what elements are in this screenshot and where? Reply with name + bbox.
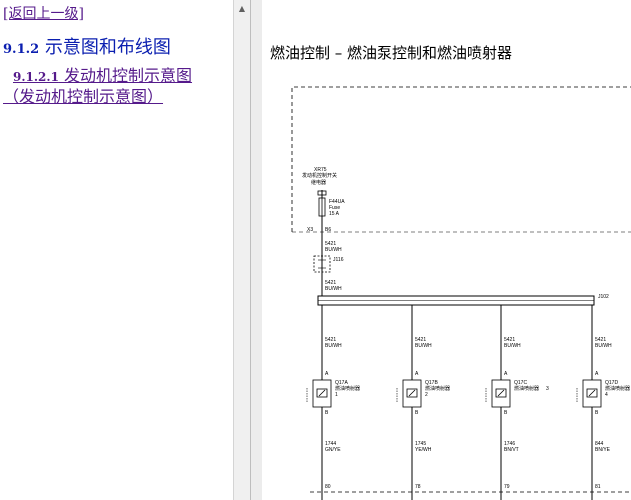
injector-2-out-wire-color: YE/WH bbox=[415, 447, 432, 453]
injector-4: 5421 BU/WH A Q17D 燃油喷射器 4 B 844 BN/YE 81 bbox=[576, 305, 630, 500]
section-title: 示意图和布线图 bbox=[39, 37, 171, 58]
fuse-id-label: F44UA bbox=[329, 199, 345, 205]
injector-3-wire-number: 5421 bbox=[504, 337, 515, 343]
fuse-word-label: Fuse bbox=[329, 205, 340, 211]
injector-3-bottom-pin: 79 bbox=[504, 484, 510, 490]
injector-3-out-wire-number: 1746 bbox=[504, 441, 515, 447]
injector-3: 5421 BU/WH A Q17C 燃油喷射器 3 B 1746 BN/VT 7… bbox=[485, 305, 549, 500]
injector-4-index: 4 bbox=[605, 392, 608, 398]
scroll-up-arrow-icon[interactable]: ▲ bbox=[238, 4, 246, 13]
section-heading: 9.1.2 示意图和布线图 bbox=[3, 33, 171, 59]
injector-2-name: 燃油喷射器 bbox=[425, 385, 450, 392]
injector-2-wire-color: BU/WH bbox=[415, 343, 432, 349]
injector-4-pin-b: B bbox=[595, 410, 599, 416]
connector-b6-label: B6 bbox=[325, 227, 331, 233]
wiring-diagram: XR75 发动机控制开关 继电器 F44UA Fuse 15 A X3 B6 5… bbox=[291, 86, 631, 500]
wire-top-1-number: 5421 bbox=[325, 241, 336, 247]
injector-4-name: 燃油喷射器 bbox=[605, 385, 630, 392]
injector-4-wire-number: 5421 bbox=[595, 337, 606, 343]
injector-3-index: 3 bbox=[546, 386, 549, 392]
bus-bar-j102-label: J102 bbox=[598, 294, 609, 300]
wire-top-2-number: 5421 bbox=[325, 280, 336, 286]
subsection-number: 9.1.2.1 bbox=[13, 70, 59, 84]
injector-2-pin-b: B bbox=[415, 410, 419, 416]
connector-x3-label: X3 bbox=[307, 227, 313, 233]
injector-1-pin-a: A bbox=[325, 371, 329, 377]
wire-top-1-color: BU/WH bbox=[325, 247, 342, 253]
injector-3-name: 燃油喷射器 bbox=[514, 385, 539, 392]
injector-2-pin-a: A bbox=[415, 371, 419, 377]
injector-4-out-wire-number: 844 bbox=[595, 441, 604, 447]
fuse-rating-label: 15 A bbox=[329, 211, 340, 217]
content-pane: 燃油控制 – 燃油泵控制和燃油喷射器 XR75 发动机控制开关 继电器 F44U… bbox=[262, 0, 631, 500]
relay-symbol bbox=[317, 190, 327, 196]
injector-1-out-wire-number: 1744 bbox=[325, 441, 336, 447]
relay-id-label: XR75 bbox=[314, 167, 327, 173]
diagram-title: 燃油控制 – 燃油泵控制和燃油喷射器 bbox=[270, 44, 513, 62]
nav-scrollbar[interactable]: ▲ bbox=[233, 0, 250, 500]
navigation-pane: [返回上一级] 9.1.2 示意图和布线图 9.1.2.1 发动机控制示意图 （… bbox=[0, 0, 233, 500]
relay-type-label: 继电器 bbox=[311, 179, 326, 186]
subsection-link[interactable]: 9.1.2.1 发动机控制示意图 （发动机控制示意图） bbox=[3, 66, 231, 107]
splice-j116-label: J116 bbox=[333, 257, 344, 263]
injector-2-id: Q17B bbox=[425, 380, 438, 386]
injector-4-id: Q17D bbox=[605, 380, 618, 386]
injector-2: 5421 BU/WH A Q17B 燃油喷射器 2 B 1745 YE/WH 7… bbox=[396, 305, 450, 500]
injector-1-id: Q17A bbox=[335, 380, 348, 386]
back-to-parent-link[interactable]: [返回上一级] bbox=[3, 6, 84, 22]
injector-1: 5421 BU/WH A Q17A 燃油喷射器 1 B 1744 GN/YE 8… bbox=[306, 305, 360, 500]
injector-3-pin-b: B bbox=[504, 410, 508, 416]
subsection-title-line1: 发动机控制示意图 bbox=[58, 66, 193, 85]
injector-1-pin-b: B bbox=[325, 410, 329, 416]
injector-1-bottom-pin: 80 bbox=[325, 484, 331, 490]
wire-top-2-color: BU/WH bbox=[325, 286, 342, 292]
injector-3-wire-color: BU/WH bbox=[504, 343, 521, 349]
injector-4-pin-a: A bbox=[595, 371, 599, 377]
relay-name-label: 发动机控制开关 bbox=[302, 172, 337, 179]
injector-2-out-wire-number: 1745 bbox=[415, 441, 426, 447]
injector-3-out-wire-color: BN/VT bbox=[504, 447, 519, 453]
injector-4-bottom-pin: 81 bbox=[595, 484, 601, 490]
module-outline bbox=[291, 86, 631, 232]
injector-1-out-wire-color: GN/YE bbox=[325, 447, 341, 453]
injector-1-name: 燃油喷射器 bbox=[335, 385, 360, 392]
injector-3-pin-a: A bbox=[504, 371, 508, 377]
injector-4-out-wire-color: BN/YE bbox=[595, 447, 611, 453]
injector-2-bottom-pin: 78 bbox=[415, 484, 421, 490]
injector-3-id: Q17C bbox=[514, 380, 527, 386]
injector-1-index: 1 bbox=[335, 392, 338, 398]
injector-2-index: 2 bbox=[425, 392, 428, 398]
injector-4-wire-color: BU/WH bbox=[595, 343, 612, 349]
injector-2-wire-number: 5421 bbox=[415, 337, 426, 343]
subsection-title-line2: （发动机控制示意图） bbox=[3, 87, 164, 106]
injector-1-wire-number: 5421 bbox=[325, 337, 336, 343]
section-number: 9.1.2 bbox=[3, 42, 40, 57]
injector-1-wire-color: BU/WH bbox=[325, 343, 342, 349]
